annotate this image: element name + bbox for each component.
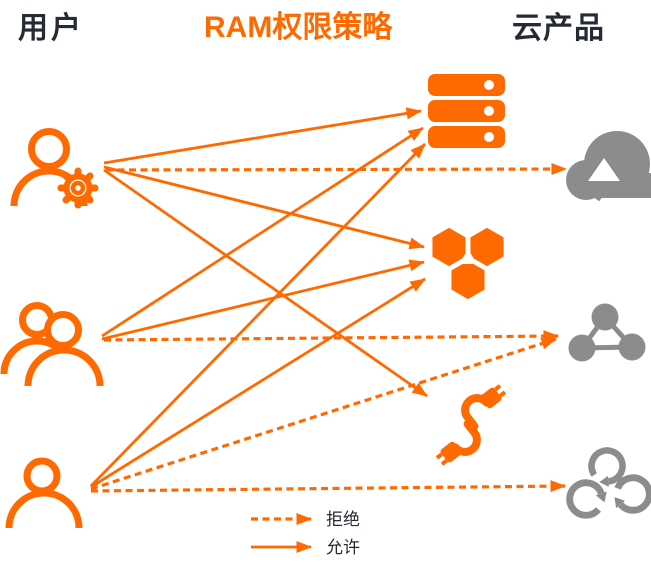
legend-allow-label: 允许 [326, 538, 360, 557]
cable-connector-icon [435, 384, 507, 466]
sync-ring [567, 480, 608, 518]
deny-arrow-single-user-to-molecule [90, 337, 557, 491]
legend-deny-label: 拒绝 [326, 510, 360, 529]
deny-arrow-user-group-to-molecule [103, 330, 559, 343]
user-group-icon [0, 302, 104, 387]
cloud-upload-icon [566, 131, 651, 202]
allow-arrow-user-group-to-hexagon-cluster [101, 259, 425, 341]
allow-arrow-admin-user-to-cable-connector [103, 168, 428, 398]
sync-cluster-icon [567, 445, 651, 518]
user-gear-icon [10, 128, 99, 209]
products-column-title: 云产品 [512, 12, 605, 45]
gear-icon [57, 167, 99, 209]
edge-layer [89, 107, 567, 493]
allow-arrow-admin-user-to-hexagon-cluster [103, 165, 425, 250]
deny-arrow-single-user-to-sync-cluster [90, 480, 566, 493]
hexagon-cluster-icon [430, 226, 506, 301]
policy-column-title: RAM权限策略 [204, 11, 393, 44]
users-column-title: 用户 [18, 12, 84, 45]
server-stack-icon [428, 74, 505, 148]
allow-arrow-admin-user-to-server-stack [103, 107, 422, 165]
allow-arrow-user-group-to-server-stack [101, 126, 424, 338]
molecule-icon [568, 303, 646, 362]
deny-arrow-admin-user-to-cloud-upload [105, 163, 567, 176]
user-icon [5, 457, 83, 529]
allow-arrow-single-user-to-hexagon-cluster [90, 277, 426, 489]
allow-arrow-single-user-to-server-stack [89, 143, 427, 487]
